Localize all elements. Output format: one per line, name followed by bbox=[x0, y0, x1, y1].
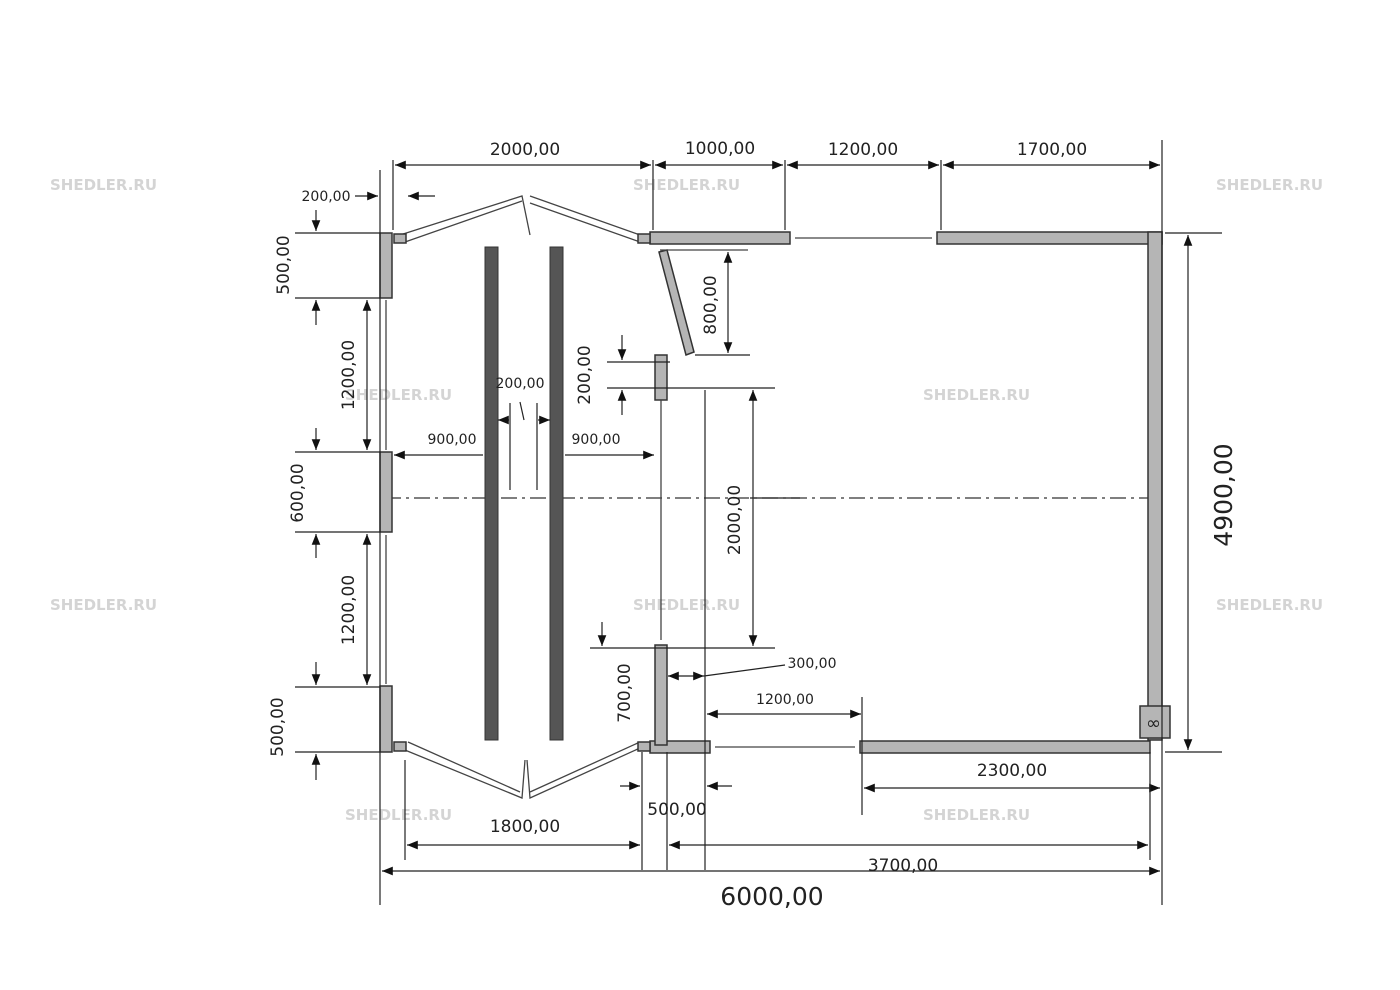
dim-track-gap-200: 200,00 bbox=[496, 376, 545, 392]
dim-wall-300: 300,00 bbox=[788, 656, 837, 672]
dim-left-1200-bottom: 1200,00 bbox=[339, 575, 359, 645]
dim-top-1700: 1700,00 bbox=[1017, 140, 1087, 160]
inner-post-700 bbox=[654, 644, 668, 746]
wheel-track-right bbox=[549, 246, 564, 741]
dim-total-width-6000: 6000,00 bbox=[720, 882, 823, 911]
watermark: SHEDLER.RU bbox=[50, 596, 157, 614]
watermark: SHEDLER.RU bbox=[345, 386, 452, 404]
dim-top-2000: 2000,00 bbox=[490, 140, 560, 160]
dim-post-700: 700,00 bbox=[615, 663, 635, 722]
svg-text:∞: ∞ bbox=[1146, 713, 1161, 734]
watermark: SHEDLER.RU bbox=[345, 806, 452, 824]
dim-post-200: 200,00 bbox=[575, 345, 595, 404]
dim-opening-2000: 2000,00 bbox=[725, 485, 745, 555]
watermark: SHEDLER.RU bbox=[923, 386, 1030, 404]
dim-bottom-3700: 3700,00 bbox=[868, 856, 938, 876]
dim-bottom-500: 500,00 bbox=[647, 800, 706, 820]
swing-door bbox=[658, 249, 695, 356]
top-wall-left bbox=[649, 231, 791, 245]
top-wall-right bbox=[936, 231, 1163, 245]
watermark: SHEDLER.RU bbox=[50, 176, 157, 194]
watermark: SHEDLER.RU bbox=[923, 806, 1030, 824]
dim-bottom-2300: 2300,00 bbox=[977, 761, 1047, 781]
top-gate-left bbox=[399, 195, 531, 236]
watermark: SHEDLER.RU bbox=[1216, 596, 1323, 614]
dimension-lines bbox=[295, 140, 1222, 905]
dim-left-500-top: 500,00 bbox=[274, 235, 294, 294]
left-post-top bbox=[379, 232, 393, 299]
walls: ∞ bbox=[379, 195, 1171, 799]
dim-door-800: 800,00 bbox=[701, 275, 721, 334]
dim-gate-1800: 1800,00 bbox=[490, 817, 560, 837]
watermark: SHEDLER.RU bbox=[1216, 176, 1323, 194]
dim-total-height-4900: 4900,00 bbox=[1209, 443, 1238, 546]
dim-left-1200-top: 1200,00 bbox=[339, 340, 359, 410]
dim-top-1200: 1200,00 bbox=[828, 140, 898, 160]
dim-top-1000: 1000,00 bbox=[685, 139, 755, 159]
bottom-wall-right bbox=[859, 740, 1151, 754]
watermark: SHEDLER.RU bbox=[633, 596, 740, 614]
dim-left-500-bottom: 500,00 bbox=[268, 697, 288, 756]
left-post-bottom bbox=[379, 685, 393, 753]
right-wall bbox=[1147, 231, 1163, 741]
dim-track-900-left: 900,00 bbox=[428, 432, 477, 448]
dim-left-600: 600,00 bbox=[288, 463, 308, 522]
dim-track-900-right: 900,00 bbox=[572, 432, 621, 448]
left-post-middle bbox=[379, 451, 393, 533]
watermarks: SHEDLER.RU SHEDLER.RU SHEDLER.RU SHEDLER… bbox=[50, 176, 1323, 824]
infinity-icon bbox=[1139, 705, 1171, 739]
wheel-track-left bbox=[484, 246, 499, 741]
watermark: SHEDLER.RU bbox=[633, 176, 740, 194]
dim-offset-200: 200,00 bbox=[302, 189, 351, 205]
dimension-labels: 2000,00 1000,00 1200,00 1700,00 200,00 5… bbox=[268, 139, 1238, 911]
dim-gap-1200: 1200,00 bbox=[756, 692, 814, 708]
bottom-gate-left bbox=[399, 747, 526, 799]
